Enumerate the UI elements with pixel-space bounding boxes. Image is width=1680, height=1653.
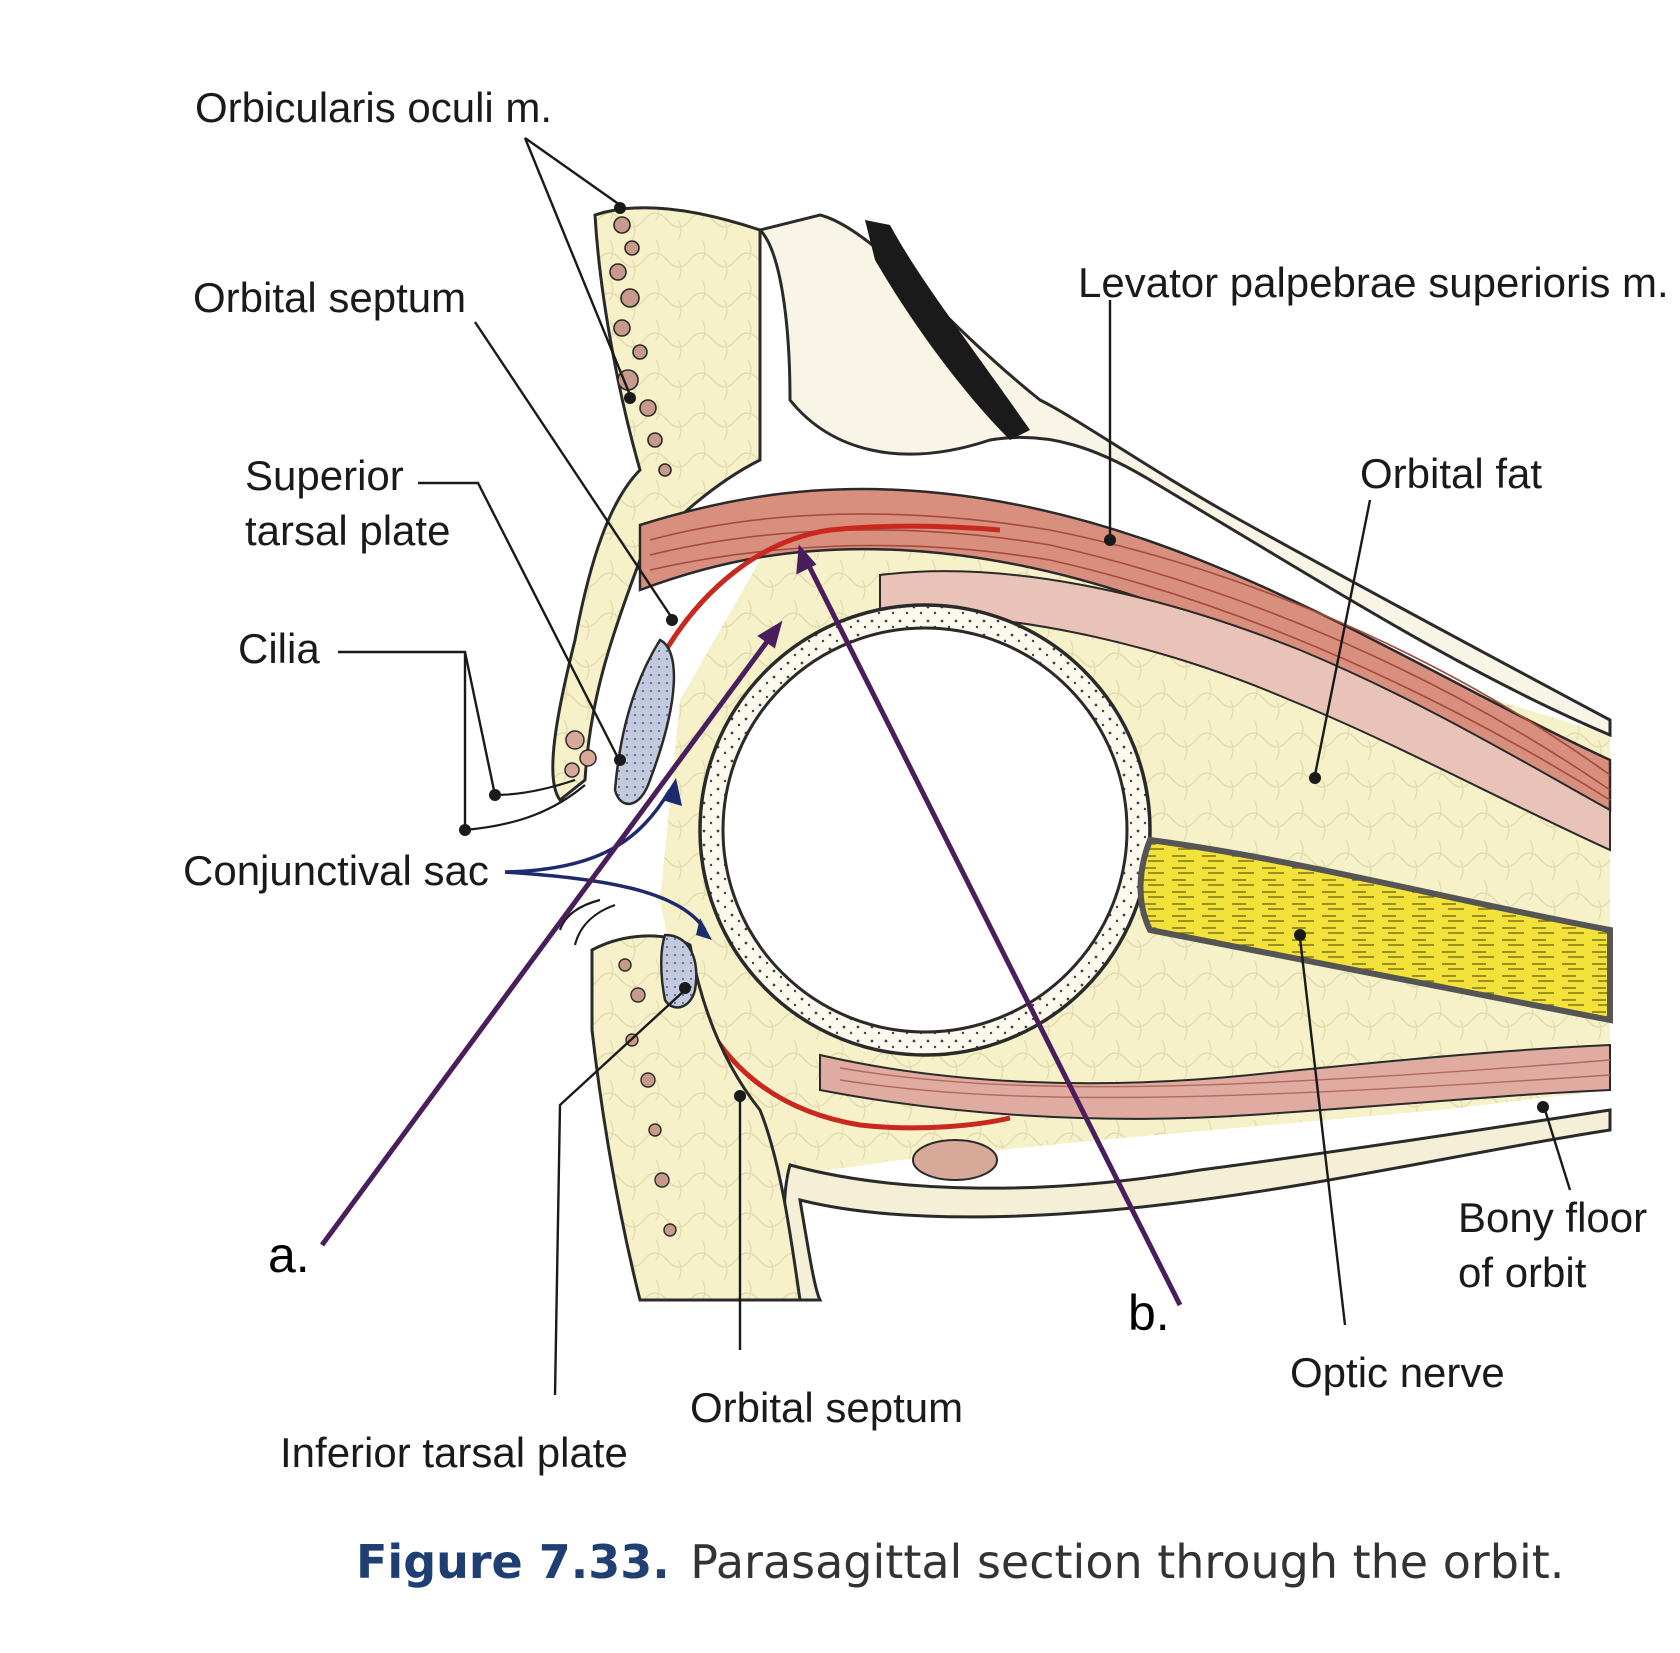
- superior-tarsal-plate: [613, 638, 676, 806]
- dot-superior-tarsal: [614, 754, 626, 766]
- label-orbital-fat: Orbital fat: [1360, 450, 1542, 497]
- dot-optic-nerve: [1294, 929, 1306, 941]
- label-orbital-septum-lower: Orbital septum: [690, 1384, 963, 1431]
- dot-orbital-septum-upper: [666, 614, 678, 626]
- upper-lid-margin-glands: [564, 730, 597, 778]
- label-bony-floor-2: of orbit: [1458, 1249, 1587, 1296]
- leader-superior-tarsal: [418, 481, 620, 759]
- leader-orbicularis-2: [523, 137, 632, 396]
- orbital-roof-bone: [757, 213, 1612, 738]
- orbicularis-oculi-lower-fibers: [618, 958, 677, 1237]
- label-levator: Levator palpebrae superioris m.: [1078, 259, 1669, 306]
- frontal-bone-wedge: [865, 220, 1030, 440]
- dot-cilia-1: [489, 789, 501, 801]
- leader-orbital-septum-upper: [474, 321, 673, 619]
- figure-caption-text: Parasagittal section through the orbit.: [690, 1535, 1564, 1589]
- upper-orbital-septum-line: [657, 523, 1001, 662]
- label-superior-tarsal-2: tarsal plate: [245, 507, 450, 554]
- marker-a: a.: [268, 1227, 310, 1283]
- inferior-oblique: [912, 1139, 998, 1181]
- label-conjunctival-sac: Conjunctival sac: [183, 847, 489, 894]
- pointer-a: [319, 620, 783, 1247]
- label-superior-tarsal-1: Superior: [245, 452, 404, 499]
- dot-orbicularis-1: [614, 202, 626, 214]
- dot-orbital-septum-lower: [734, 1090, 746, 1102]
- label-bony-floor-1: Bony floor: [1458, 1194, 1647, 1241]
- conjunctival-arrowhead-down: [696, 918, 712, 940]
- label-orbicularis-oculi: Orbicularis oculi m.: [195, 84, 552, 131]
- levator-fibers: [649, 513, 1611, 801]
- orbicularis-oculi-upper-fibers: [609, 216, 672, 477]
- label-cilia: Cilia: [238, 625, 320, 672]
- inferior-rectus-fibers: [839, 1059, 1611, 1099]
- pointer-b: [796, 544, 1183, 1307]
- dot-cilia-2: [459, 824, 471, 836]
- dot-bony-floor: [1537, 1101, 1549, 1113]
- cilia-eyelashes: [464, 778, 616, 946]
- upper-eyelid-tissue: [551, 206, 762, 803]
- leader-bony-floor: [1543, 1109, 1572, 1191]
- optic-nerve: [1137, 836, 1613, 1024]
- marker-b: b.: [1128, 1285, 1170, 1341]
- leader-inferior-tarsal: [553, 989, 686, 1396]
- leader-optic-nerve: [1298, 937, 1347, 1326]
- inferior-rectus: [819, 1043, 1611, 1120]
- dot-levator: [1104, 534, 1116, 546]
- leader-orbicularis: [524, 137, 621, 206]
- leader-cilia: [338, 650, 497, 796]
- conjunctival-arrowhead-up: [662, 778, 682, 806]
- label-orbital-septum-upper: Orbital septum: [193, 274, 466, 321]
- label-inferior-tarsal-plate: Inferior tarsal plate: [280, 1429, 628, 1476]
- eyeball-inner: [721, 626, 1129, 1034]
- dot-orbicularis-2: [624, 392, 636, 404]
- dot-inferior-tarsal: [679, 982, 691, 994]
- superior-rectus: [879, 570, 1611, 852]
- label-optic-nerve: Optic nerve: [1290, 1349, 1505, 1396]
- leader-orbital-fat: [1313, 499, 1372, 776]
- figure-caption: Figure 7.33. Parasagittal section throug…: [356, 1535, 1564, 1589]
- bony-floor: [782, 1108, 1612, 1302]
- figure-number: Figure 7.33.: [356, 1535, 670, 1589]
- dot-orbital-fat: [1309, 772, 1321, 784]
